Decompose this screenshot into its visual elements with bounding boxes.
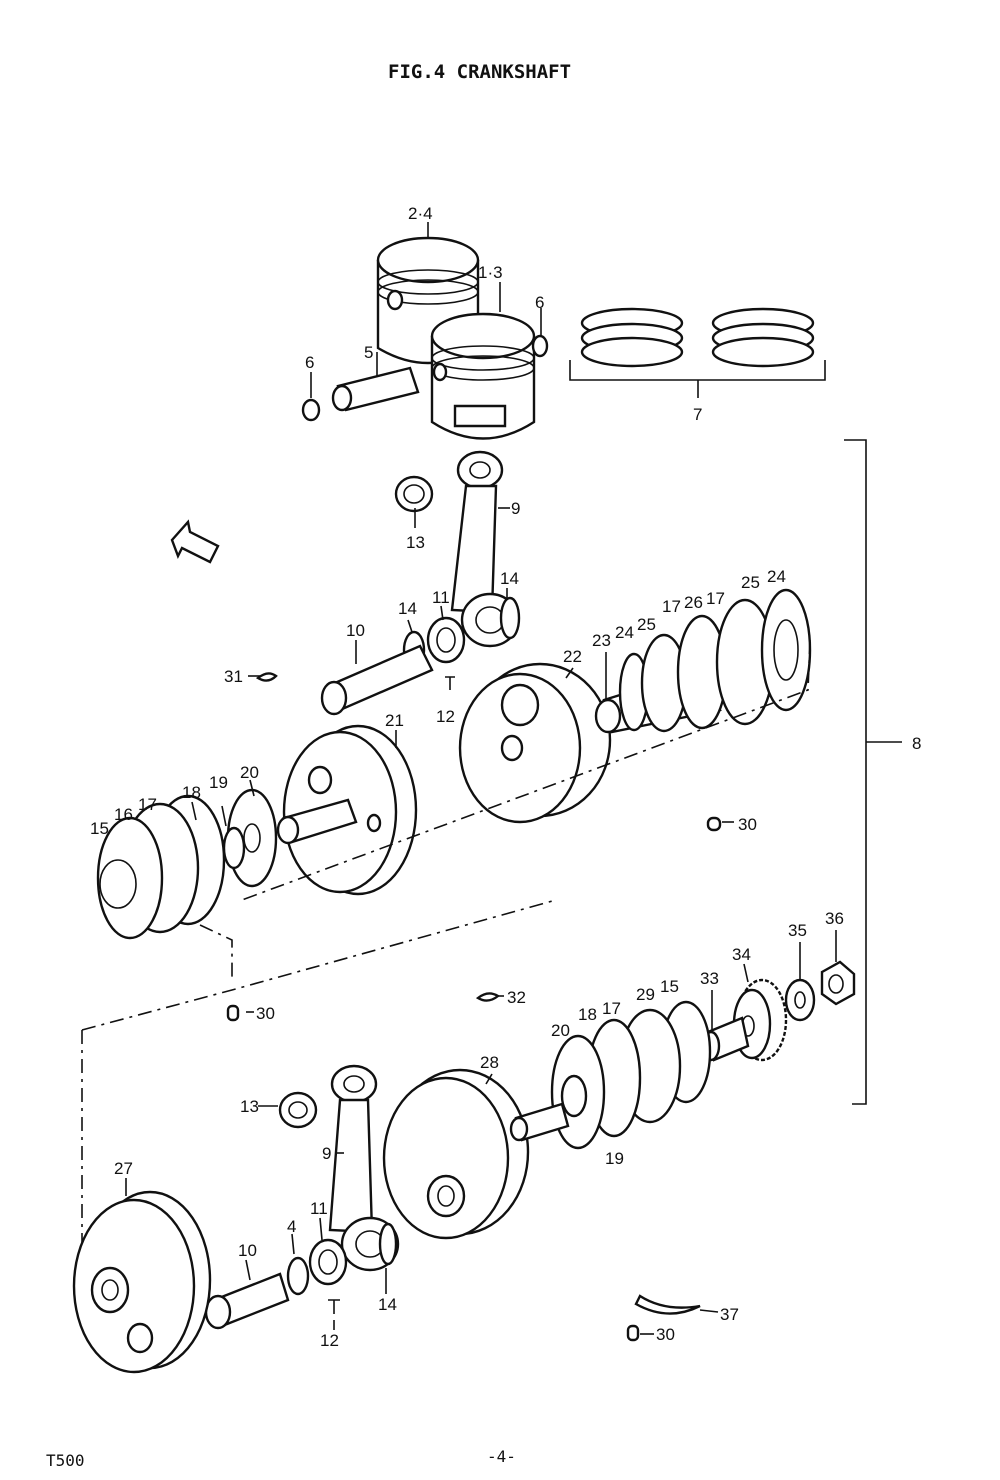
callout-6-left: 6 <box>305 353 314 372</box>
callout-25-inner: 25 <box>637 615 656 634</box>
callout-11-upper: 11 <box>432 588 450 607</box>
callout-10-lower: 10 <box>238 1241 257 1260</box>
callout-32: 32 <box>507 988 526 1007</box>
callout-9-upper: 9 <box>511 499 520 518</box>
thrust-washer-upper-right <box>499 596 521 640</box>
woodruff-key-37 <box>634 1294 701 1315</box>
dowel-pin-30-lower <box>626 1324 640 1342</box>
callout-29: 29 <box>636 985 655 1004</box>
callout-1-3: 1·3 <box>478 263 503 282</box>
thrust-washer-lower-left <box>286 1256 310 1296</box>
piston-front <box>430 312 536 440</box>
callout-26: 26 <box>684 593 703 612</box>
callout-14-lower: 14 <box>378 1295 397 1314</box>
key-31 <box>255 672 278 682</box>
callout-28: 28 <box>480 1053 499 1072</box>
crank-key-lower <box>328 1299 340 1314</box>
callout-20-upper: 20 <box>240 763 259 782</box>
callout-5: 5 <box>364 343 373 362</box>
callout-30-left: 30 <box>256 1004 275 1023</box>
callout-12-lower: 12 <box>320 1331 339 1350</box>
callout-20-lower: 20 <box>551 1021 570 1040</box>
callout-19-upper: 19 <box>209 773 228 792</box>
big-end-bearing-lower <box>308 1238 348 1286</box>
piston-pin <box>331 366 420 412</box>
callout-25-outer: 25 <box>741 573 760 592</box>
callout-2-4: 2·4 <box>408 204 433 223</box>
bearing-and-seal-stack-upper-left <box>96 788 278 940</box>
crank-wheel-28 <box>382 1068 530 1240</box>
key-32 <box>475 992 501 1002</box>
callout-33: 33 <box>700 969 719 988</box>
right-shaft-lower <box>509 1102 570 1142</box>
page-title: FIG.4 CRANKSHAFT <box>388 61 571 83</box>
callout-36: 36 <box>825 909 844 928</box>
callout-35: 35 <box>788 921 807 940</box>
bearing-and-seal-stack-lower-right <box>550 1000 712 1150</box>
callout-14-upper-right: 14 <box>500 569 519 588</box>
callout-14-upper-left: 14 <box>398 599 417 618</box>
callout-18-lower: 18 <box>578 1005 597 1024</box>
nut-36 <box>820 960 856 1006</box>
callout-34: 34 <box>732 945 751 964</box>
left-shaft-upper <box>276 798 358 845</box>
callout-8: 8 <box>912 734 921 753</box>
model-code: T500 <box>46 1451 85 1470</box>
callout-12-upper: 12 <box>436 707 455 726</box>
circlip-left <box>301 398 321 422</box>
callout-15-lower: 15 <box>660 977 679 996</box>
callout-7: 7 <box>693 405 702 424</box>
callout-10-upper: 10 <box>346 621 365 640</box>
callout-23: 23 <box>592 631 611 650</box>
callout-17-upper-c: 17 <box>138 795 157 814</box>
callout-22: 22 <box>563 647 582 666</box>
callout-30-lower: 30 <box>656 1325 675 1344</box>
assembly-centerline-mid <box>81 899 557 1031</box>
crank-key-upper <box>445 676 455 690</box>
small-end-bearing-lower <box>278 1091 318 1129</box>
callout-13-upper: 13 <box>406 533 425 552</box>
callout-27: 27 <box>114 1159 133 1178</box>
callout-18-upper: 18 <box>182 783 201 802</box>
callout-9-lower: 9 <box>322 1144 331 1163</box>
crankshaft-assembly-bracket <box>844 439 902 1105</box>
callout-17-upper-a: 17 <box>662 597 681 616</box>
callout-31: 31 <box>224 667 243 686</box>
crank-wheel-21 <box>282 724 418 896</box>
callout-4: 4 <box>287 1217 296 1236</box>
callout-6-right: 6 <box>535 293 544 312</box>
callout-17-upper-b: 17 <box>706 589 725 608</box>
callout-19-lower: 19 <box>605 1149 624 1168</box>
bearing-and-seal-stack-upper-right <box>618 588 812 733</box>
big-end-bearing-upper <box>426 616 466 664</box>
callout-24-outer: 24 <box>767 567 786 586</box>
callout-11-lower: 11 <box>310 1199 328 1218</box>
callout-37: 37 <box>720 1305 739 1324</box>
crank-pin-upper <box>320 644 434 716</box>
callout-labels: 2·4 1·3 6 6 5 7 9 13 14 14 11 10 31 12 2… <box>90 204 921 1350</box>
callout-24-inner: 24 <box>615 623 634 642</box>
dowel-pin-30-right <box>706 816 722 832</box>
crank-wheel-27 <box>72 1190 212 1374</box>
callout-21: 21 <box>385 711 404 730</box>
callout-15-upper: 15 <box>90 819 109 838</box>
leader-lines <box>125 222 837 1335</box>
crank-pin-lower <box>204 1272 290 1330</box>
circlip-right <box>531 334 549 358</box>
callout-16: 16 <box>114 805 133 824</box>
front-direction-arrow <box>170 519 220 564</box>
thrust-washer-lower-right <box>378 1222 398 1266</box>
piston-ring-set-left <box>580 307 684 368</box>
washer-35 <box>784 978 816 1022</box>
callout-17-lower: 17 <box>602 999 621 1018</box>
dowel-pin-30-left <box>226 1004 240 1022</box>
ring-set-bracket <box>569 360 826 398</box>
piston-ring-set-right <box>711 307 815 368</box>
callout-30-right: 30 <box>738 815 757 834</box>
small-end-bearing-upper <box>394 475 434 513</box>
crank-wheel-22 <box>458 662 612 824</box>
callout-13-lower: 13 <box>240 1097 259 1116</box>
page-number: -4- <box>487 1447 516 1466</box>
